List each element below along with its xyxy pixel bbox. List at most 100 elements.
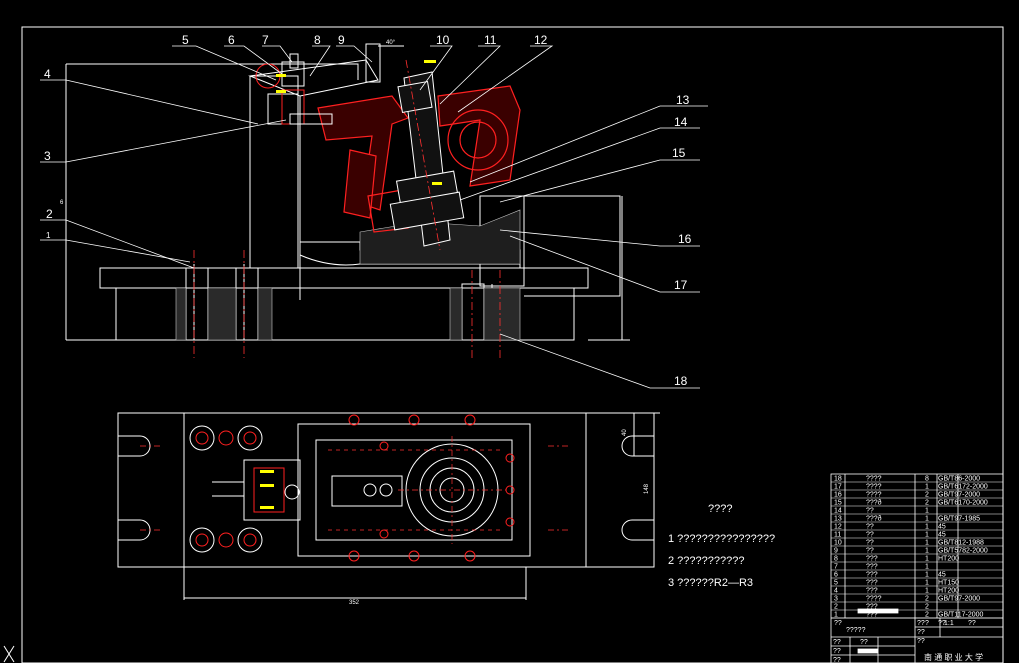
dim-angle: 40° (386, 40, 396, 46)
bom-header-no: ?? (834, 620, 842, 627)
bom-cell-std: GB/T97-2000 (938, 492, 980, 499)
dim-40: 40 (622, 429, 628, 436)
scale-label: ?? (917, 620, 925, 627)
bom-cell-qty: 1 (925, 484, 929, 491)
bom-cell-name: ???? (866, 596, 882, 603)
balloon-13: 13 (676, 93, 690, 107)
dim-6: 6 (60, 200, 64, 206)
bom-cell-qty: 2 (925, 492, 929, 499)
plan-centerlines (140, 436, 568, 544)
top-view (117, 412, 660, 600)
bom-cell-std: GB/T86-2000 (938, 476, 980, 483)
bom-cell-no: 4 (834, 588, 838, 595)
bom-cell-qty: 1 (925, 516, 929, 523)
bom-cell-qty: 8 (925, 476, 929, 483)
bom-cell-std: HT200 (938, 556, 959, 563)
balloon-11: 11 (484, 33, 497, 47)
balloon-1: 1 (46, 231, 51, 240)
bom-cell-no: 14 (834, 508, 842, 515)
dim-352: 352 (349, 600, 360, 606)
balloon-3: 3 (44, 149, 51, 163)
bom-cell-std: GB/T97-1985 (938, 516, 980, 523)
balloon-10: 10 (436, 33, 450, 47)
bom-cell-name: ???ð (866, 499, 882, 507)
drawing-frame (21, 26, 1004, 663)
bom-cell-no: 16 (834, 492, 842, 499)
bom-cell-std: 45 (938, 532, 946, 539)
bom-cell-no: 2 (834, 604, 838, 611)
note-line-3: 3 ??????R2—R3 (668, 577, 754, 589)
balloon-12: 12 (534, 33, 548, 47)
bom-cell-std: GB/T6170-2000 (938, 500, 988, 507)
sectioned-base (175, 209, 521, 341)
bom-cell-qty: 1 (925, 564, 929, 571)
bom-cell-no: 5 (834, 580, 838, 587)
balloon-14: 14 (674, 115, 688, 129)
balloon-4: 4 (44, 67, 51, 81)
bom-cell-std: 45 (938, 524, 946, 531)
design-value: ?? (860, 639, 868, 646)
bom-cell-no: 17 (834, 484, 842, 491)
bom-cell-name: ???? (866, 492, 882, 499)
note-line-1: 1 ???????????????? (668, 533, 776, 545)
school-name: 南 通 职 业 大 学 (924, 652, 983, 662)
bom-header-qty: ? (925, 620, 929, 627)
bom-cell-name: ??? (866, 612, 878, 619)
balloon-16: 16 (678, 232, 692, 246)
bom-cell-no: 13 (834, 516, 842, 523)
bom-header-qty2: ?? (938, 620, 946, 627)
bom-cell-name: ??? (866, 556, 878, 563)
bom-cell-no: 7 (834, 564, 838, 571)
bom-cell-no: 9 (834, 548, 838, 555)
bom-cell-qty: 2 (925, 612, 929, 619)
bom-cell-name: ??? (866, 580, 878, 587)
bom-cell-no: 11 (834, 532, 841, 539)
close-icon[interactable] (3, 645, 15, 663)
drawing-title: ????? (846, 627, 866, 634)
bom-row-lines (831, 481, 1003, 619)
bom-cell-qty: 1 (925, 556, 929, 563)
bom-cell-std: GB/T117-2000 (938, 612, 984, 619)
bom-cell-name: ?? (866, 548, 874, 555)
balloon-7: 7 (262, 33, 269, 47)
bom-cell-qty: 1 (925, 588, 929, 595)
balloon-5: 5 (182, 33, 189, 47)
bom-cell-no: 12 (834, 524, 842, 531)
bom-cell-name: ??? (866, 588, 878, 595)
balloon-17: 17 (674, 278, 688, 292)
holes (189, 414, 515, 562)
balloon-2: 2 (46, 207, 53, 221)
balloon-6: 6 (228, 33, 235, 47)
bom-cell-qty: 2 (925, 596, 929, 603)
bom-cell-name: ?? (866, 540, 874, 547)
bom-cell-qty: 1 (925, 580, 929, 587)
dim-148: 148 (644, 483, 650, 494)
bom-cell-std: HT200 (938, 588, 959, 595)
scale-value: 1:1 (944, 620, 954, 627)
bom-cell-no: 3 (834, 596, 838, 603)
note-line-2: 2 ??????????? (668, 555, 745, 567)
bom-cell-no: 10 (834, 540, 842, 547)
check-label: ?? (833, 648, 841, 655)
balloon-15: 15 (672, 146, 686, 160)
bom-cell-no: 15 (834, 500, 842, 507)
leader-lines (40, 45, 708, 389)
bom-cell-qty: 2 (925, 604, 929, 611)
notes-title: ???? (708, 503, 733, 515)
bom-cell-qty: 1 (925, 540, 929, 547)
bom-cell-no: 1 (834, 612, 838, 619)
sheet-label: ?? (917, 638, 925, 645)
weight-label: ?? (917, 629, 925, 636)
bom-cell-name: ??? (866, 604, 878, 611)
bom-cell-std: HT150 (938, 580, 959, 587)
bom-cell-no: 18 (834, 476, 842, 483)
bom-cell-qty: 1 (925, 532, 929, 539)
clamp-parts (255, 53, 333, 125)
bom-cell-std: GB/T5782-2000 (938, 548, 988, 555)
bom-header-mat: ?? (968, 620, 976, 627)
bom-cell-name: ??? (866, 564, 878, 571)
bom-cell-qty: 1 (925, 548, 929, 555)
